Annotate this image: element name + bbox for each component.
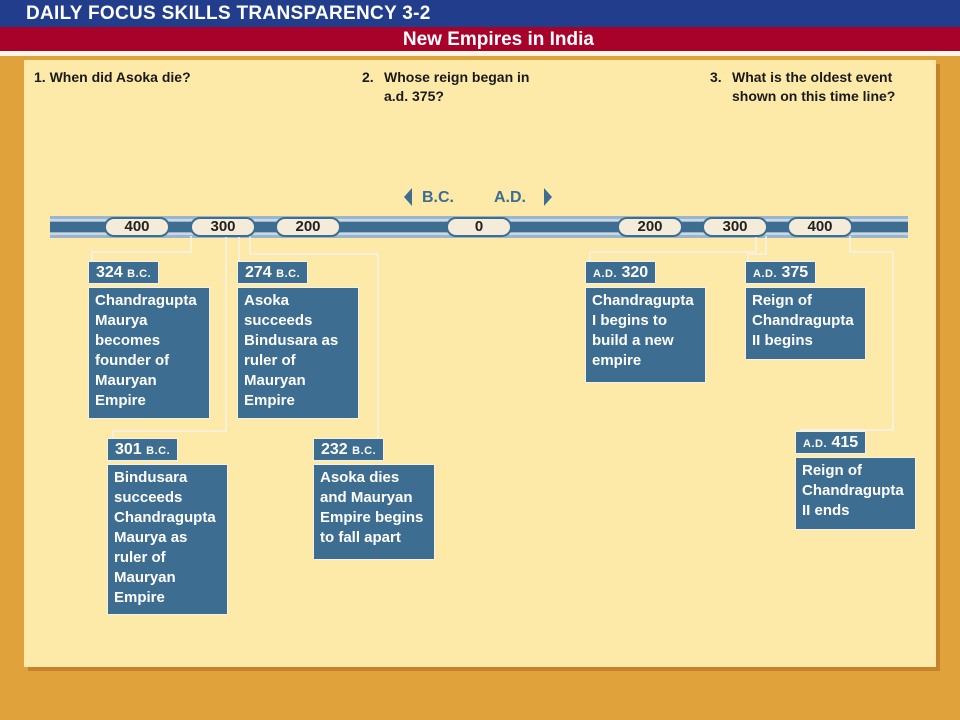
tick-200-bc: 200: [275, 217, 341, 237]
tick-400-bc: 400: [104, 217, 170, 237]
subtitle-bar: New Empires in India: [0, 27, 960, 51]
event-box-415-ad: Reign of Chandragupta II ends: [795, 457, 916, 530]
tick-300-ad: 300: [702, 217, 768, 237]
transparency-title: DAILY FOCUS SKILLS TRANSPARENCY 3-2: [26, 3, 431, 24]
event-date-232-bc: 232 B.C.: [313, 438, 385, 461]
bc-label: B.C.: [422, 189, 454, 206]
divider: [0, 51, 960, 56]
connector-lines: [91, 236, 894, 440]
question-number: 2.: [362, 69, 374, 85]
event-era: B.C.: [352, 445, 377, 457]
event-date-301-bc: 301 B.C.: [107, 438, 179, 461]
question-number: 1.: [34, 69, 46, 85]
event-box-375-ad: Reign of Chandragupta II begins: [745, 287, 866, 360]
question-text: When did Asoka die?: [49, 69, 191, 85]
event-year: 320: [621, 264, 649, 281]
page-subtitle: New Empires in India: [402, 29, 594, 50]
event-date-324-bc: 324 B.C.: [88, 261, 160, 284]
tick-300-bc: 300: [190, 217, 256, 237]
event-era: B.C.: [146, 445, 171, 457]
event-era: A.D.: [803, 438, 827, 450]
event-era: B.C.: [127, 268, 152, 280]
ad-label: A.D.: [494, 189, 526, 206]
event-year: 301: [115, 441, 142, 458]
event-box-320-ad: Chandragupta I begins to build a new emp…: [585, 287, 706, 383]
tick-200-ad: 200: [617, 217, 683, 237]
event-date-274-bc: 274 B.C.: [237, 261, 309, 284]
question-1: 1. When did Asoka die?: [34, 68, 294, 87]
bc-arrow-icon: [404, 188, 412, 206]
event-date-375-ad: A.D. 375: [745, 261, 817, 284]
event-year: 375: [781, 264, 809, 281]
header-bar: DAILY FOCUS SKILLS TRANSPARENCY 3-2: [0, 0, 960, 27]
question-3: 3. What is the oldest event shown on thi…: [710, 68, 925, 106]
event-era: B.C.: [276, 268, 301, 280]
event-year: 324: [96, 264, 123, 281]
event-box-301-bc: Bindusara succeeds Chandragupta Maurya a…: [107, 464, 228, 615]
ad-arrow-icon: [544, 188, 552, 206]
tick-0: 0: [446, 217, 512, 237]
question-text: Whose reign began in a.d. 375?: [384, 69, 530, 104]
event-year: 232: [321, 441, 348, 458]
event-date-415-ad: A.D. 415: [795, 431, 867, 454]
question-text: What is the oldest event shown on this t…: [732, 69, 896, 104]
event-date-320-ad: A.D. 320: [585, 261, 657, 284]
question-number: 3.: [710, 69, 722, 85]
event-era: A.D.: [753, 268, 777, 280]
event-era: A.D.: [593, 268, 617, 280]
event-box-324-bc: Chandragupta Maurya becomes founder of M…: [88, 287, 210, 419]
event-year: 274: [245, 264, 272, 281]
event-box-274-bc: Asoka succeeds Bindusara as ruler of Mau…: [237, 287, 359, 419]
question-2: 2. Whose reign began in a.d. 375?: [362, 68, 562, 106]
event-box-232-bc: Asoka dies and Mauryan Empire begins to …: [313, 464, 435, 560]
tick-400-ad: 400: [787, 217, 853, 237]
event-year: 415: [831, 434, 859, 451]
